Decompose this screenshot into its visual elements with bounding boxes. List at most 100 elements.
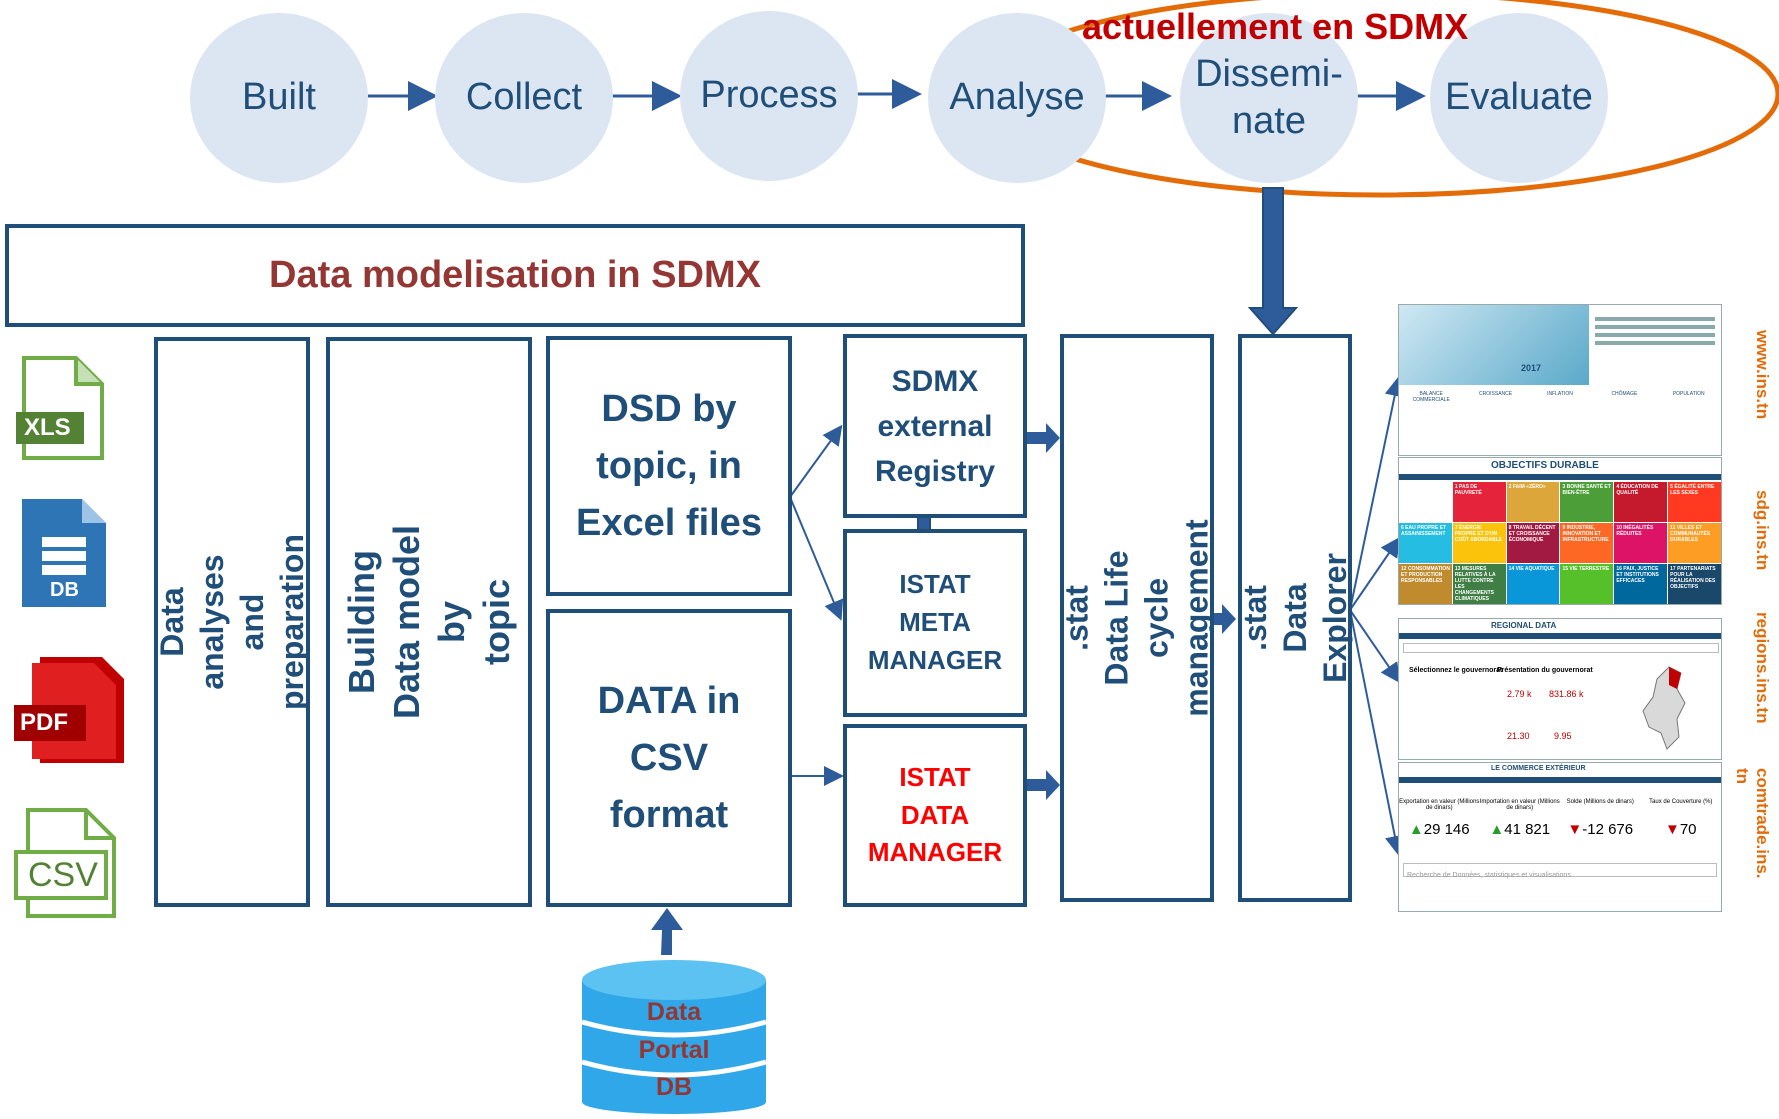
sdg-logo xyxy=(1399,482,1452,522)
sdg-goal-tile: 1 PAS DE PAUVRETÉ xyxy=(1452,482,1506,522)
sdg-goal-tile: 10 INÉGALITÉS RÉDUITES xyxy=(1614,523,1668,563)
box-data-analyses-text: Data analyses and preparation xyxy=(154,533,310,711)
screenshot-regions: REGIONAL DATA Sélectionnez le gouvernora… xyxy=(1398,618,1722,760)
pdf-file-icon: PDF xyxy=(12,655,128,765)
www-stat-2: INFLATION xyxy=(1547,391,1573,397)
sdg-goal-tile: 3 BONNE SANTÉ ET BIEN-ÊTRE xyxy=(1560,482,1614,522)
box-sdmx-registry: SDMX external Registry xyxy=(843,334,1027,518)
step-label: Analyse xyxy=(949,76,1085,119)
box-explorer-text: .stat Data Explorer xyxy=(1237,553,1354,683)
comtrade-nav-bar xyxy=(1399,777,1721,783)
db-icon-graphic xyxy=(22,499,106,607)
sdg-goal-tile: 14 VIE AQUATIQUE xyxy=(1506,564,1560,604)
xls-icon-label: XLS xyxy=(24,414,71,441)
pdf-icon-graphic xyxy=(14,657,124,763)
arrow-explorer-regions xyxy=(1349,609,1401,684)
db-file-icon: DB xyxy=(20,497,108,609)
box-data-manager: ISTAT DATA MANAGER xyxy=(843,724,1027,907)
regions-value-3: 9.95 xyxy=(1554,731,1572,741)
db-icon-label: DB xyxy=(50,579,79,601)
up-arrow-icon: ▲ xyxy=(1489,821,1505,838)
step-label: Collect xyxy=(465,76,583,119)
comtrade-value-1: 41 821 xyxy=(1504,821,1551,838)
block-arrow-down xyxy=(1247,187,1299,336)
box-dsd-text: DSD by topic, in Excel files xyxy=(576,387,762,544)
comtrade-col-1: Importation en valeur (Millions de dinar… xyxy=(1479,799,1560,811)
sdg-goal-tile: 16 PAIX, JUSTICE ET INSTITUTIONS EFFICAC… xyxy=(1614,564,1668,604)
comtrade-header-bar: LE COMMERCE EXTÉRIEUR xyxy=(1399,763,1721,778)
arrow-explorer-sdg xyxy=(1349,536,1401,611)
box-meta-manager-text: ISTAT META MANAGER xyxy=(867,569,1003,675)
url-comtrade: comtrade.ins. tn xyxy=(1733,768,1772,879)
step-process: Process xyxy=(680,11,858,181)
pdf-icon-label: PDF xyxy=(20,709,68,736)
step-collect: Collect xyxy=(435,13,613,183)
down-arrow-icon: ▼ xyxy=(1664,821,1680,838)
url-www: www.ins.tn xyxy=(1753,330,1772,420)
box-sdmx-registry-text: SDMX external Registry xyxy=(874,364,996,488)
csv-icon-graphic xyxy=(14,808,116,918)
comtrade-value-1-wrap: ▲41 821 xyxy=(1480,821,1561,838)
comtrade-col-3: Taux de Couverture (%) xyxy=(1649,799,1713,805)
comtrade-header-text: LE COMMERCE EXTÉRIEUR xyxy=(1491,765,1586,772)
sdg-goal-tile: 13 MESURES RELATIVES À LA LUTTE CONTRE L… xyxy=(1452,564,1506,604)
sdg-goal-tile: 9 INDUSTRIE, INNOVATION ET INFRASTRUCTUR… xyxy=(1560,523,1614,563)
sdg-goal-tile: 11 VILLES ET COMMUNAUTÉS DURABLES xyxy=(1668,523,1721,563)
regions-header-bar: REGIONAL DATA xyxy=(1399,619,1721,634)
comtrade-value-0: 29 146 xyxy=(1423,821,1470,838)
sdg-goal-tile: 6 EAU PROPRE ET ASSAINISSEMENT xyxy=(1399,523,1452,563)
arrow-dsd-registry xyxy=(789,424,843,498)
csv-icon-label: CSV xyxy=(28,856,98,894)
step-evaluate: Evaluate xyxy=(1430,13,1608,183)
sdg-goal-tile: 4 ÉDUCATION DE QUALITÉ xyxy=(1614,482,1668,522)
highlight-label: actuellement en SDMX xyxy=(1082,6,1469,47)
url-regions: regions.ins.tn xyxy=(1753,612,1772,724)
sdg-header-text: OBJECTIFS DURABLE xyxy=(1491,460,1599,471)
sdg-nav-bar xyxy=(1399,474,1721,480)
www-banner xyxy=(1399,305,1589,385)
www-stat-4: POPULATION xyxy=(1672,391,1705,397)
block-arrow-datamanager-lifecycle xyxy=(1016,770,1060,800)
step-built: Built xyxy=(190,13,368,183)
step-disseminate: Dissemi- nate xyxy=(1180,13,1358,183)
block-arrow-lifecycle-explorer xyxy=(1192,604,1236,634)
title-banner: Data modelisation in SDMX xyxy=(5,224,1025,327)
step-label: Dissemi- nate xyxy=(1195,52,1343,143)
up-arrow-icon: ▲ xyxy=(1408,821,1424,838)
db-cylinder-icon xyxy=(581,960,767,1114)
www-stat-row: BALANCE COMMERCIALE CROISSANCE INFLATION… xyxy=(1399,391,1721,403)
sdg-goal-tile: 15 VIE TERRESTRE xyxy=(1560,564,1614,604)
comtrade-value-3-wrap: ▼70 xyxy=(1641,821,1722,838)
regions-value-0: 2.79 k xyxy=(1507,689,1532,699)
box-explorer: .stat Data Explorer xyxy=(1237,334,1354,902)
box-data-manager-text: ISTAT DATA MANAGER xyxy=(867,761,1003,868)
box-data-csv: DATA in CSV format xyxy=(546,609,792,907)
box-meta-manager: ISTAT META MANAGER xyxy=(843,529,1027,717)
comtrade-values: ▲29 146 ▲41 821 ▼-12 676 ▼70 xyxy=(1399,821,1721,838)
screenshot-comtrade: LE COMMERCE EXTÉRIEUR Exportation en val… xyxy=(1398,762,1722,912)
regions-nav-bar xyxy=(1399,633,1721,639)
box-data-analyses: Data analyses and preparation xyxy=(154,337,310,907)
comtrade-value-0-wrap: ▲29 146 xyxy=(1399,821,1480,838)
sdg-goal-tile: 17 PARTENARIATS POUR LA RÉALISATION DES … xyxy=(1668,564,1721,604)
www-text-block xyxy=(1595,313,1715,383)
xls-file-icon: XLS xyxy=(14,356,106,460)
box-data-csv-text: DATA in CSV format xyxy=(597,679,741,836)
regions-label-0: Sélectionnez le gouvernorat xyxy=(1409,667,1503,674)
comtrade-col-0: Exportation en valeur (Millions de dinar… xyxy=(1399,799,1480,811)
xls-icon-graphic xyxy=(16,356,104,460)
box-building-model-text: Building Data model by topic xyxy=(341,524,517,720)
arrow-explorer-www xyxy=(1349,376,1405,611)
tunisia-map-icon xyxy=(1642,666,1686,750)
www-year: 2017 xyxy=(1521,363,1542,373)
csv-file-icon: CSV xyxy=(14,808,118,918)
url-sdg: sdg.ins.tn xyxy=(1753,490,1772,571)
sdg-goal-tile: 12 CONSOMMATION ET PRODUCTION RESPONSABL… xyxy=(1399,564,1452,604)
screenshot-www: 2017 BALANCE COMMERCIALE CROISSANCE INFL… xyxy=(1398,304,1722,456)
www-stat-3: CHÔMAGE xyxy=(1611,391,1638,397)
arrow-explorer-comtrade xyxy=(1349,609,1405,856)
sdg-goal-tile: 2 FAIM «ZÉRO» xyxy=(1506,482,1560,522)
sdg-header-bar: OBJECTIFS DURABLE xyxy=(1399,458,1721,475)
title-text: Data modelisation in SDMX xyxy=(269,254,761,296)
